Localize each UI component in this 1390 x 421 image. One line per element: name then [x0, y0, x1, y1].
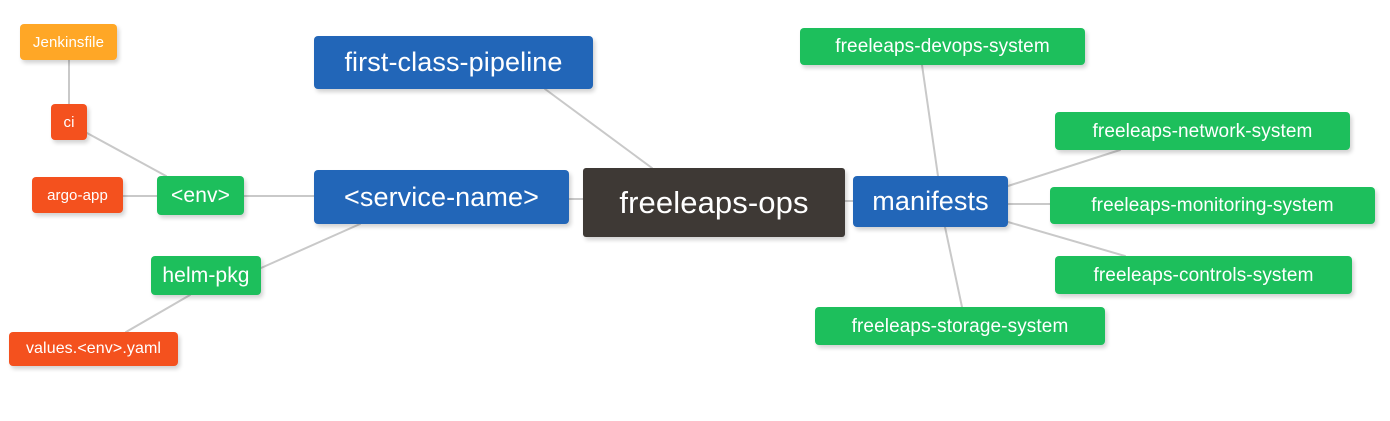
mindmap-node-ci[interactable]: ci	[51, 104, 87, 140]
node-label: <service-name>	[344, 181, 539, 212]
edge-manifests-to-controls-system	[1007, 221, 1126, 257]
node-label: freeleaps-network-system	[1092, 120, 1313, 142]
mindmap-node-controls-system[interactable]: freeleaps-controls-system	[1055, 256, 1352, 294]
mindmap-node-helm-pkg[interactable]: helm-pkg	[151, 256, 261, 295]
mindmap-node-devops-system[interactable]: freeleaps-devops-system	[800, 28, 1085, 65]
node-label: freeleaps-storage-system	[851, 315, 1069, 337]
node-label: manifests	[872, 186, 989, 216]
mindmap-node-argo-app[interactable]: argo-app	[32, 177, 123, 213]
node-label: values.<env>.yaml	[25, 340, 162, 357]
mindmap-node-storage-system[interactable]: freeleaps-storage-system	[815, 307, 1105, 345]
edge-manifests-to-network-system	[1007, 149, 1121, 187]
node-label: freeleaps-controls-system	[1093, 264, 1314, 286]
mindmap-node-manifests[interactable]: manifests	[853, 176, 1008, 227]
edge-first-class-pipeline-to-freeleaps-ops	[544, 88, 653, 169]
edge-manifests-to-storage-system	[944, 226, 963, 308]
edge-helm-pkg-to-values-yaml	[125, 294, 191, 333]
node-label: ci	[63, 113, 75, 131]
mindmap-node-service-name[interactable]: <service-name>	[314, 170, 569, 224]
mindmap-node-freeleaps-ops[interactable]: freeleaps-ops	[583, 168, 845, 237]
node-label: <env>	[171, 184, 230, 207]
mindmap-node-env[interactable]: <env>	[157, 176, 244, 215]
mindmap-node-first-class-pipeline[interactable]: first-class-pipeline	[314, 36, 593, 89]
mindmap-node-jenkinsfile[interactable]: Jenkinsfile	[20, 24, 117, 60]
edge-manifests-to-devops-system	[921, 64, 939, 177]
node-label: first-class-pipeline	[344, 47, 563, 77]
mindmap-node-monitoring-system[interactable]: freeleaps-monitoring-system	[1050, 187, 1375, 224]
node-label: freeleaps-monitoring-system	[1091, 195, 1334, 216]
node-label: argo-app	[47, 186, 108, 204]
node-label: freeleaps-ops	[619, 185, 809, 220]
mindmap-node-values-yaml[interactable]: values.<env>.yaml	[9, 332, 178, 366]
edge-service-name-to-helm-pkg	[260, 223, 361, 269]
node-label: helm-pkg	[162, 264, 250, 287]
edge-ci-to-env	[86, 132, 167, 177]
mindmap-node-network-system[interactable]: freeleaps-network-system	[1055, 112, 1350, 150]
node-label: freeleaps-devops-system	[835, 36, 1050, 57]
node-label: Jenkinsfile	[32, 33, 105, 51]
